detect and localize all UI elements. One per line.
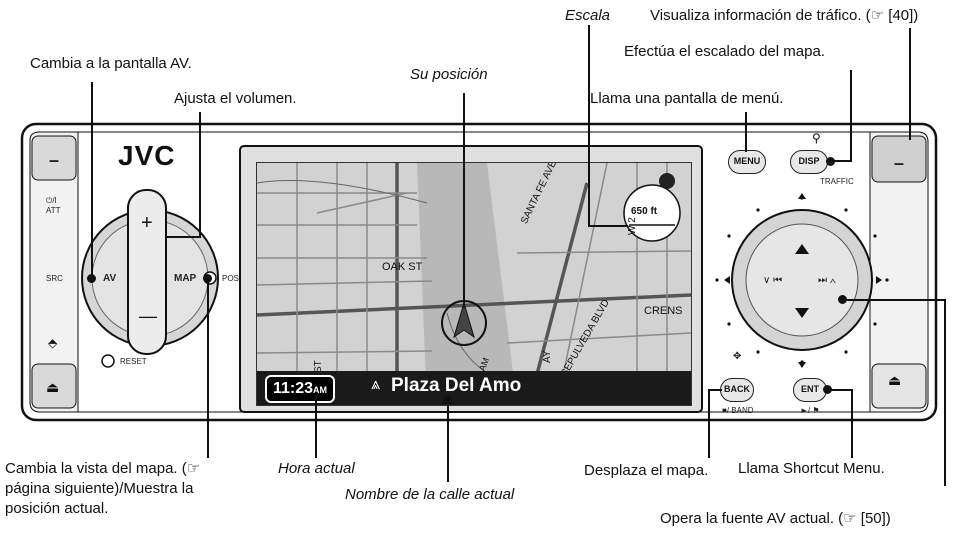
traffic-label: TRAFFIC [820, 177, 854, 186]
leader-escala [588, 25, 590, 227]
leader-map-view [207, 280, 209, 458]
time-ampm: AM [313, 385, 328, 395]
leader-scaling [850, 70, 852, 162]
leader-hora [315, 395, 317, 458]
label-map-view-3: posición actual. [5, 500, 109, 517]
label-av-screen: Cambia a la pantalla AV. [30, 55, 192, 72]
leader-menu [745, 112, 747, 152]
volume-up-button[interactable]: + [141, 212, 153, 234]
street-arrow-icon: ⩓ [371, 376, 381, 393]
eject-button[interactable]: ⏏ [46, 379, 60, 395]
leader-traffic [909, 28, 911, 140]
leader-map-view-dot [203, 274, 212, 283]
minus-right-button[interactable]: – [894, 153, 905, 173]
label-map-view-1: Cambia la vista del mapa. (☞ [5, 460, 201, 477]
leader-shortcut [851, 390, 853, 458]
jvc-logo: JVC [118, 140, 176, 171]
minus-left-button[interactable]: – [49, 150, 60, 170]
tilt-icon: ⬘ [48, 336, 58, 350]
leader-scaling-dot [826, 157, 835, 166]
leader-calle-dot [443, 396, 452, 405]
map-button[interactable]: MAP [174, 273, 197, 284]
label-hora-actual: Hora actual [278, 460, 355, 477]
leader-volume-v [199, 112, 201, 238]
label-shortcut: Llama Shortcut Menu. [738, 460, 885, 477]
map-label-w2: W 2 [627, 217, 638, 235]
volume-down-button[interactable]: — [139, 306, 157, 326]
menu-button[interactable]: MENU [728, 150, 766, 174]
leader-opera-dot [838, 295, 847, 304]
label-menu-screen: Llama una pantalla de menú. [590, 90, 784, 107]
ent-button[interactable]: ENT [793, 378, 827, 402]
disp-button[interactable]: DISP [790, 150, 828, 174]
label-su-posicion: Su posición [410, 66, 488, 83]
leader-av-dot [87, 274, 96, 283]
av-button[interactable]: AV [103, 273, 117, 284]
label-scaling: Efectúa el escalado del mapa. [624, 43, 825, 60]
move-map-icon: ✥ [733, 351, 742, 362]
time-value: 11:23 [273, 380, 314, 397]
scale-value: 650 ft [631, 206, 658, 217]
map-screen[interactable]: OAK ST SANTA FE AVE SEPULVEDA BLVD CRENS… [256, 162, 692, 406]
label-opera-av: Opera la fuente AV actual. (☞ [50]) [660, 510, 891, 527]
time-box: 11:23AM [265, 375, 336, 403]
leader-escala-h [588, 225, 628, 227]
prev-label[interactable]: ∨ ⏮ [763, 275, 783, 286]
next-label[interactable]: ⏭ ∧ [818, 275, 836, 286]
label-desplaza: Desplaza el mapa. [584, 462, 709, 479]
label-escala: Escala [565, 7, 611, 24]
leader-volume-h [166, 236, 201, 238]
power-att-button[interactable]: ⏻/I ATT [46, 196, 61, 215]
label-volume: Ajusta el volumen. [174, 90, 297, 107]
leader-opera [944, 300, 946, 486]
leader-shortcut-dot [823, 385, 832, 394]
leader-desplaza-h [708, 389, 722, 391]
leader-opera-h [842, 299, 946, 301]
zoom-icon: ⚲ [812, 131, 821, 145]
label-map-view-2: página siguiente)/Muestra la [5, 480, 194, 497]
label-traffic-info: Visualiza información de tráfico. (☞ [40… [650, 7, 919, 24]
reset-label: RESET [120, 357, 147, 366]
map-label-oak-st: OAK ST [382, 261, 423, 273]
play-flag-label: ►/ ⚑ [800, 406, 820, 415]
leader-shortcut-h [825, 389, 853, 391]
map-canvas [257, 163, 691, 405]
map-label-crens: CRENS [644, 305, 683, 317]
leader-scaling-h [826, 160, 852, 162]
leader-desplaza [708, 390, 710, 458]
pos-label: POS [222, 274, 239, 283]
leader-su-posicion [463, 93, 465, 308]
current-street-name: Plaza Del Amo [391, 375, 522, 396]
back-button[interactable]: BACK [720, 378, 754, 402]
eject-right-button[interactable]: ⏏ [888, 372, 902, 388]
src-button[interactable]: SRC [46, 274, 63, 283]
label-nombre-calle: Nombre de la calle actual [345, 486, 515, 503]
leader-calle [447, 402, 449, 482]
band-label: ■/ BAND [722, 406, 754, 415]
map-label-ay: AY [542, 350, 553, 363]
leader-av [91, 82, 93, 278]
